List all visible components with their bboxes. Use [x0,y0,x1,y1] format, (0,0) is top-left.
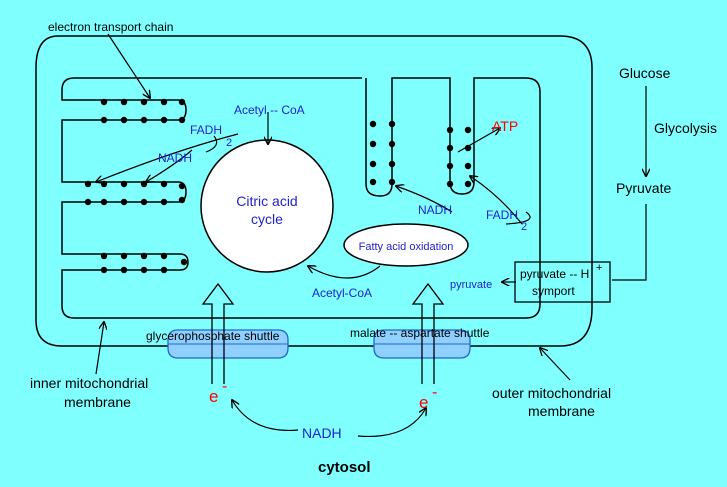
electron-right-superscript: - [432,384,437,401]
citric-acid-cycle-label-line2: cycle [251,211,283,227]
inner-membrane-label-line2: membrane [64,394,131,410]
citric-acid-cycle-label-line1: Citric acid [236,193,297,209]
electron-transport-chain-label: electron transport chain [48,20,173,34]
outer-membrane-label-line2: membrane [528,403,595,419]
electron-left-label: e [209,387,218,406]
cytosol-label: cytosol [318,459,371,476]
malate-electron-arrow [411,282,445,384]
acetyl-coa-top-label: Acetyl -- CoA [234,103,305,117]
nadh-cytosol-label: NADH [302,425,342,441]
flow-arrows [96,33,646,438]
fatty-acid-oxidation-ellipse [343,223,469,267]
nadh-right-label: NADH [418,203,452,217]
pyruvate-matrix-label: pyruvate [450,279,492,291]
transport-chain-dots [84,98,472,274]
outer-membrane [35,35,593,347]
malate-aspartate-shuttle-label: malate -- aspartate shuttle [350,326,490,340]
glycerophosphate-channel [167,329,289,359]
nadh-left-label: NADH [158,151,192,165]
symport-label-line2: symport [532,284,575,298]
fadh-left-subscript: 2 [226,137,232,149]
glycolysis-label: Glycolysis [654,120,717,136]
fadh-right-label: FADH [486,208,518,222]
electron-right-label: e [419,393,428,412]
glucose-label: Glucose [619,65,671,81]
symport-label-line1: pyruvate -- H [520,267,589,281]
pyruvate-cytosol-label: Pyruvate [616,180,671,196]
fatty-acid-oxidation-label: Fatty acid oxidation [359,241,454,253]
fadh-right-subscript: 2 [521,221,527,233]
atp-label: ATP [492,118,518,134]
glycerophosphate-shuttle-label: glycerophosphate shuttle [146,329,280,343]
fadh-left-label: FADH [190,123,222,137]
symport-plus: + [596,262,602,274]
acetyl-coa-bottom-label: Acetyl-CoA [312,286,372,300]
electron-left-superscript: - [222,378,227,395]
glycerophosphate-electron-arrow [201,282,235,384]
inner-membrane-label-line1: inner mitochondrial [30,375,148,391]
outer-membrane-label-line1: outer mitochondrial [492,385,611,401]
